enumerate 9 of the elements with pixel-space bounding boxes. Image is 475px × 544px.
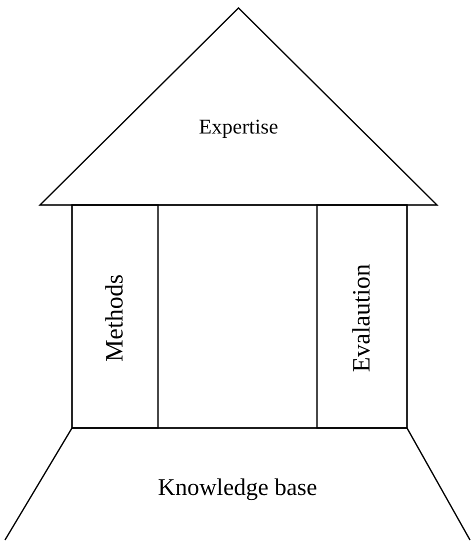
building-body	[72, 205, 407, 428]
roof-triangle	[40, 8, 437, 205]
pillar	[317, 205, 407, 428]
layer-label: Knowledge base	[158, 476, 318, 500]
layer-label: Expertise	[198, 116, 278, 138]
pillar-label: Evalaution	[350, 263, 374, 372]
foundation-trapezoid	[5, 428, 470, 540]
pillar-label: Methods	[102, 274, 128, 362]
pillar	[72, 205, 158, 428]
